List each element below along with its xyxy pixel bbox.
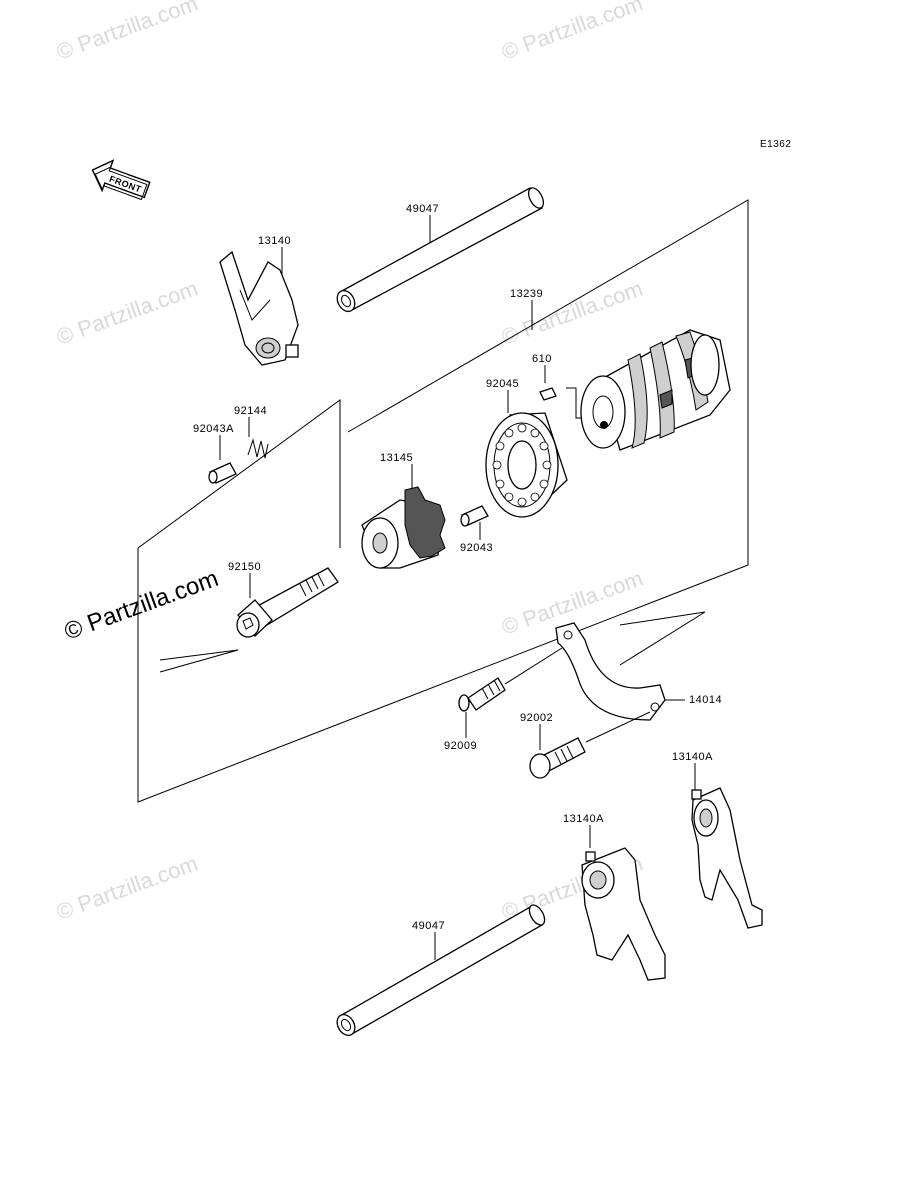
label-92002: 92002 bbox=[520, 712, 553, 724]
label-610: 610 bbox=[532, 353, 552, 365]
label-49047-bottom: 49047 bbox=[412, 920, 445, 932]
label-13140: 13140 bbox=[258, 235, 291, 247]
label-92043: 92043 bbox=[460, 542, 493, 554]
frame-bracket bbox=[159, 649, 239, 673]
watermark: © Partzilla.com bbox=[498, 0, 646, 65]
label-92144: 92144 bbox=[234, 405, 267, 417]
shift-drum-13239 bbox=[580, 329, 731, 451]
shaft-49047-bottom bbox=[336, 904, 546, 1036]
label-92150: 92150 bbox=[228, 561, 261, 573]
shaft-49047-top bbox=[336, 187, 545, 313]
plate-14014 bbox=[555, 622, 666, 721]
label-13239: 13239 bbox=[510, 288, 543, 300]
shift-fork-13140 bbox=[219, 250, 299, 366]
spring-92144 bbox=[247, 438, 269, 459]
bolt-92150 bbox=[236, 567, 339, 638]
pin-92043A bbox=[208, 462, 237, 484]
pin-92043 bbox=[460, 505, 489, 527]
label-92043A: 92043A bbox=[193, 423, 234, 435]
watermark: © Partzilla.com bbox=[53, 0, 201, 65]
label-13140A-left: 13140A bbox=[563, 813, 604, 825]
shift-fork-13140A-left bbox=[581, 847, 666, 981]
part-labels: 49047 13140 13239 610 92045 92144 92043A… bbox=[193, 203, 722, 932]
label-49047-top: 49047 bbox=[406, 203, 439, 215]
frame-bracket-right bbox=[619, 611, 706, 666]
diagram-code: E1362 bbox=[760, 139, 791, 150]
shift-fork-13140A-right bbox=[691, 787, 763, 929]
label-14014: 14014 bbox=[689, 694, 722, 706]
assembly-frame bbox=[137, 199, 749, 803]
bolt-92002 bbox=[529, 711, 651, 779]
main-watermark: © Partzilla.com bbox=[61, 565, 222, 646]
watermark: © Partzilla.com bbox=[498, 276, 646, 350]
holder-13145 bbox=[361, 486, 446, 569]
pin-610 bbox=[539, 387, 557, 401]
watermark: © Partzilla.com bbox=[53, 851, 201, 925]
bearing-92045 bbox=[485, 412, 568, 518]
label-92045: 92045 bbox=[486, 378, 519, 390]
label-92009: 92009 bbox=[444, 740, 477, 752]
front-arrow-icon: FRONT bbox=[91, 159, 151, 201]
watermark: © Partzilla.com bbox=[53, 276, 201, 350]
label-13140A-right: 13140A bbox=[672, 751, 713, 763]
screw-92009 bbox=[458, 647, 563, 712]
label-13145: 13145 bbox=[380, 452, 413, 464]
